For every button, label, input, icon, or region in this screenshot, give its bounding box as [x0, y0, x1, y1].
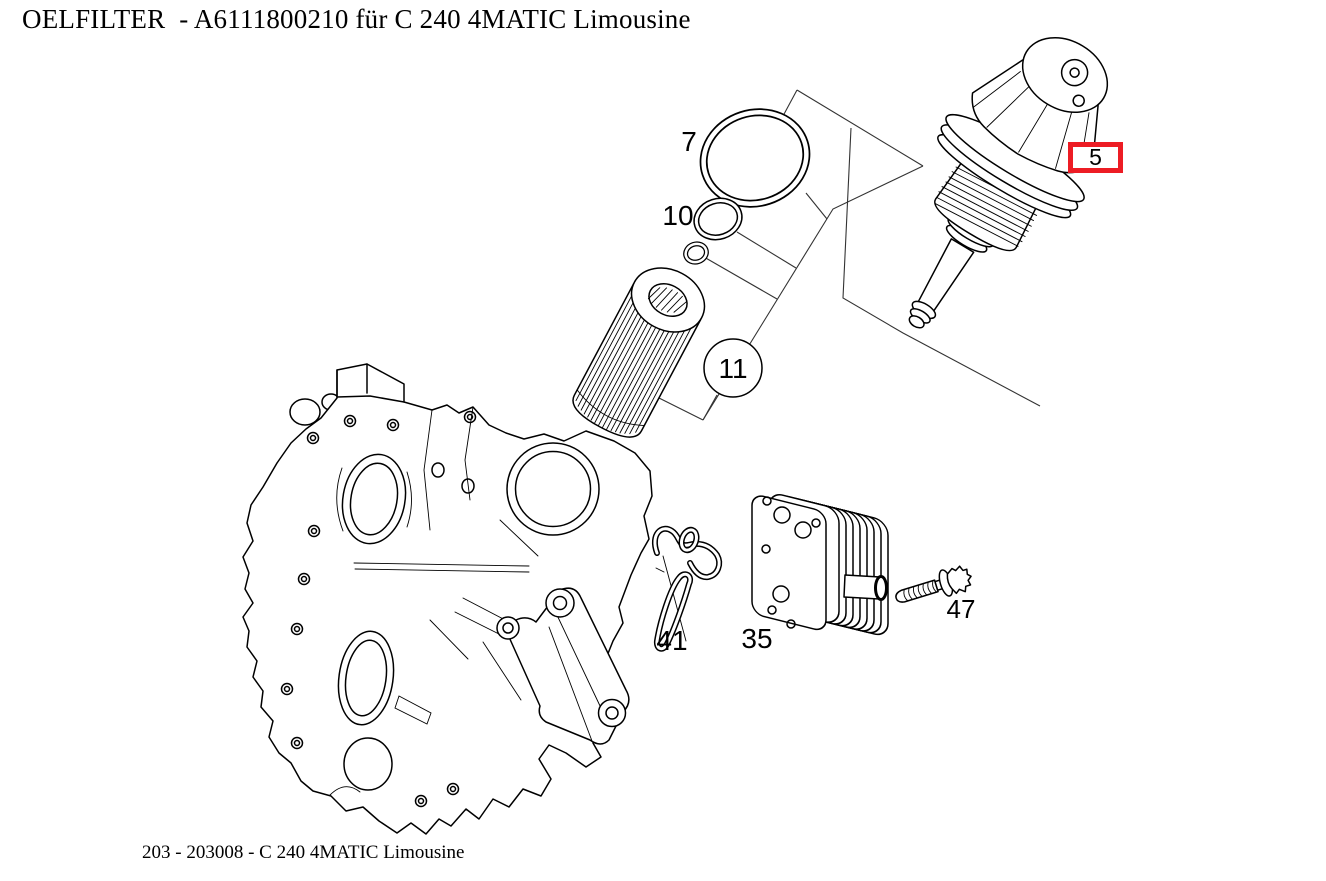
part-label-11[interactable]: 11: [718, 353, 748, 384]
footer-model-line: 203 - 203008 - C 240 4MATIC Limousine: [142, 842, 465, 863]
oil-cooler-drawing: [751, 494, 889, 636]
part-label-10[interactable]: 10: [662, 200, 694, 231]
engine-cover-drawing: [242, 363, 653, 835]
part-5-highlight-box[interactable]: 5: [1068, 142, 1123, 173]
gasket-drawing: [651, 525, 723, 652]
part-label-35[interactable]: 35: [741, 623, 773, 654]
o-ring-small-drawing: [683, 241, 709, 265]
part-label-41[interactable]: 41: [656, 625, 688, 656]
oil-filter-cap-drawing: [908, 37, 1109, 329]
part-label-5: 5: [1089, 144, 1102, 170]
o-ring-10-drawing: [693, 197, 743, 241]
screw-drawing: [895, 565, 972, 603]
bolt-holes: [280, 410, 477, 808]
part-label-47[interactable]: 47: [946, 594, 976, 624]
part-label-7[interactable]: 7: [681, 126, 697, 157]
page-title: OELFILTER - A6111800210 für C 240 4MATIC…: [22, 4, 691, 34]
balloon-circle-11: [703, 338, 763, 398]
filter-element-drawing: [572, 267, 706, 438]
o-ring-7-drawing: [699, 108, 811, 208]
